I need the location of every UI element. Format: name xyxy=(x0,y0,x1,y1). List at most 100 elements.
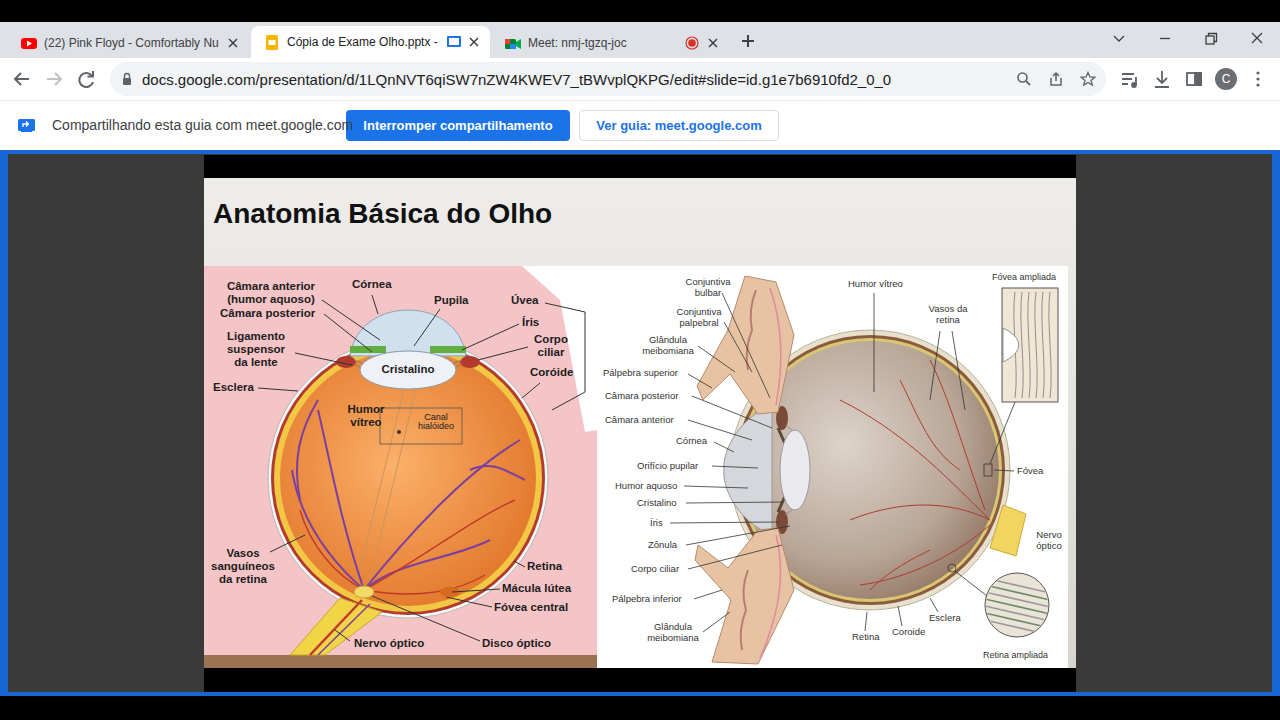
left-eye-illustration xyxy=(300,500,515,594)
left-eye-illustration xyxy=(280,350,536,606)
address-bar: docs.google.com/presentation/d/1LQnNVT6q… xyxy=(110,62,1106,96)
left-eye-illustration xyxy=(380,408,462,444)
label-slot: Córnea xyxy=(676,436,707,447)
label-slot: Ligamento suspensor da lente xyxy=(220,330,292,369)
leader-line xyxy=(692,396,772,428)
browser-tab: (22) Pink Floyd - Comfortably Nu xyxy=(8,28,249,58)
label-slot: Retina xyxy=(527,560,562,573)
right-eye-illustration xyxy=(985,585,1050,600)
right-eye-illustration xyxy=(985,613,1050,628)
label-slot: Úvea xyxy=(511,294,539,307)
share-icon xyxy=(1051,73,1061,85)
sharing-indicator xyxy=(449,38,459,45)
label-slot: Canal hialóideo xyxy=(412,413,460,432)
label-slot: Fóvea ampliada xyxy=(992,272,1056,282)
part-label: Glândula meibomiana xyxy=(645,622,701,644)
tab-title: (22) Pink Floyd - Comfortably Nu xyxy=(44,36,219,50)
browser-chrome xyxy=(0,58,1280,100)
leader-line xyxy=(684,486,748,488)
label-slot: Conjuntiva bulbar xyxy=(682,277,734,299)
toolbar-icons xyxy=(1195,73,1201,85)
part-label: Íris xyxy=(650,518,663,529)
presentation-area xyxy=(204,178,1076,668)
close-icon xyxy=(229,39,237,47)
label-slot: Retina xyxy=(852,632,879,643)
close-icon xyxy=(470,38,478,46)
label-slot: Pálpebra superior xyxy=(603,368,678,379)
share-screen-icon xyxy=(23,122,29,128)
label-slot: Vasos da retina xyxy=(925,304,971,326)
part-label: Câmara anterior xyxy=(605,415,674,426)
part-label: Câmara anterior (humor aquoso) xyxy=(221,280,321,306)
label-slot: Glândula meibomiana xyxy=(645,622,701,644)
left-eye-illustration xyxy=(460,356,480,368)
browser-chrome xyxy=(0,100,1280,150)
leader-line xyxy=(670,522,778,523)
right-eye-illustration xyxy=(597,266,1068,668)
part-label: Fóvea central xyxy=(494,601,568,614)
label-slot: Câmara posterior xyxy=(605,391,678,402)
leader-line xyxy=(686,526,790,545)
part-label: Câmara posterior xyxy=(220,307,315,320)
inset-label: Fóvea ampliada xyxy=(992,272,1056,282)
right-eye-illustration xyxy=(985,578,1050,593)
left-eye-illustration xyxy=(430,346,466,353)
tab-title: Cópia de Exame Olho.pptx - xyxy=(287,35,438,49)
label-slot: Íris xyxy=(522,316,539,329)
left-eye-illustration xyxy=(522,266,597,432)
recording-indicator xyxy=(685,36,699,50)
browser-chrome xyxy=(0,0,1280,150)
profile-avatar: C xyxy=(1215,68,1237,90)
lock-icon xyxy=(123,78,131,85)
label-slot: Conjuntiva palpebral xyxy=(673,307,725,329)
part-label: Conjuntiva bulbar xyxy=(682,277,734,299)
leader-line xyxy=(452,589,500,592)
left-eye-illustration xyxy=(204,266,597,655)
right-eye-illustration xyxy=(870,550,930,590)
right-eye-illustration xyxy=(741,570,748,650)
favicon xyxy=(266,35,278,50)
browser-chrome xyxy=(0,22,1280,58)
left-eye-illustration xyxy=(300,510,364,590)
right-eye-illustration xyxy=(597,266,1068,668)
right-eye-illustration xyxy=(1028,292,1030,398)
label-slot: Fóvea central xyxy=(494,601,568,614)
right-eye-illustration xyxy=(948,564,956,572)
leader-line xyxy=(372,295,378,314)
leader-line xyxy=(955,571,987,596)
share-screen-icon xyxy=(18,119,35,131)
leader-line xyxy=(295,353,352,365)
part-label: Cristalino xyxy=(368,363,448,376)
right-eye-illustration xyxy=(695,528,794,664)
leader-line xyxy=(698,346,735,372)
sharing-indicator xyxy=(447,36,461,47)
part-label: Íris xyxy=(522,316,539,329)
part-label: Humor vítreo xyxy=(848,279,903,290)
url-text: docs.google.com/presentation/d/1LQnNVT6q… xyxy=(142,71,891,88)
toolbar-icons xyxy=(1135,77,1137,85)
label-slot: Câmara anterior xyxy=(605,415,674,426)
leader-line xyxy=(688,374,712,388)
toolbar-icons xyxy=(1187,73,1201,85)
part-label: Canal hialóideo xyxy=(412,413,460,432)
right-eye-illustration xyxy=(985,592,1050,607)
part-label: Retina xyxy=(527,560,562,573)
lock-icon xyxy=(120,72,134,86)
part-label: Vasos sanguíneos da retina xyxy=(208,547,278,586)
recording-indicator xyxy=(688,39,696,47)
part-label: Nervo óptico xyxy=(354,637,424,650)
label-slot: Cristalino xyxy=(637,498,677,509)
favicon xyxy=(21,38,37,49)
leader-line xyxy=(703,612,730,632)
part-label: Pálpebra inferior xyxy=(612,594,682,605)
toolbar-icons xyxy=(1256,77,1259,80)
part-label: Córnea xyxy=(352,278,392,291)
leader-line xyxy=(478,347,528,360)
label-slot: Fóvea xyxy=(1017,466,1043,477)
share-screen-icon xyxy=(18,119,35,132)
zoom-icon xyxy=(1018,73,1027,82)
right-eye-illustration xyxy=(1014,292,1051,398)
avatar-letter: C xyxy=(1222,72,1231,86)
part-label: Disco óptico xyxy=(482,637,551,650)
window-controls xyxy=(1114,33,1262,44)
